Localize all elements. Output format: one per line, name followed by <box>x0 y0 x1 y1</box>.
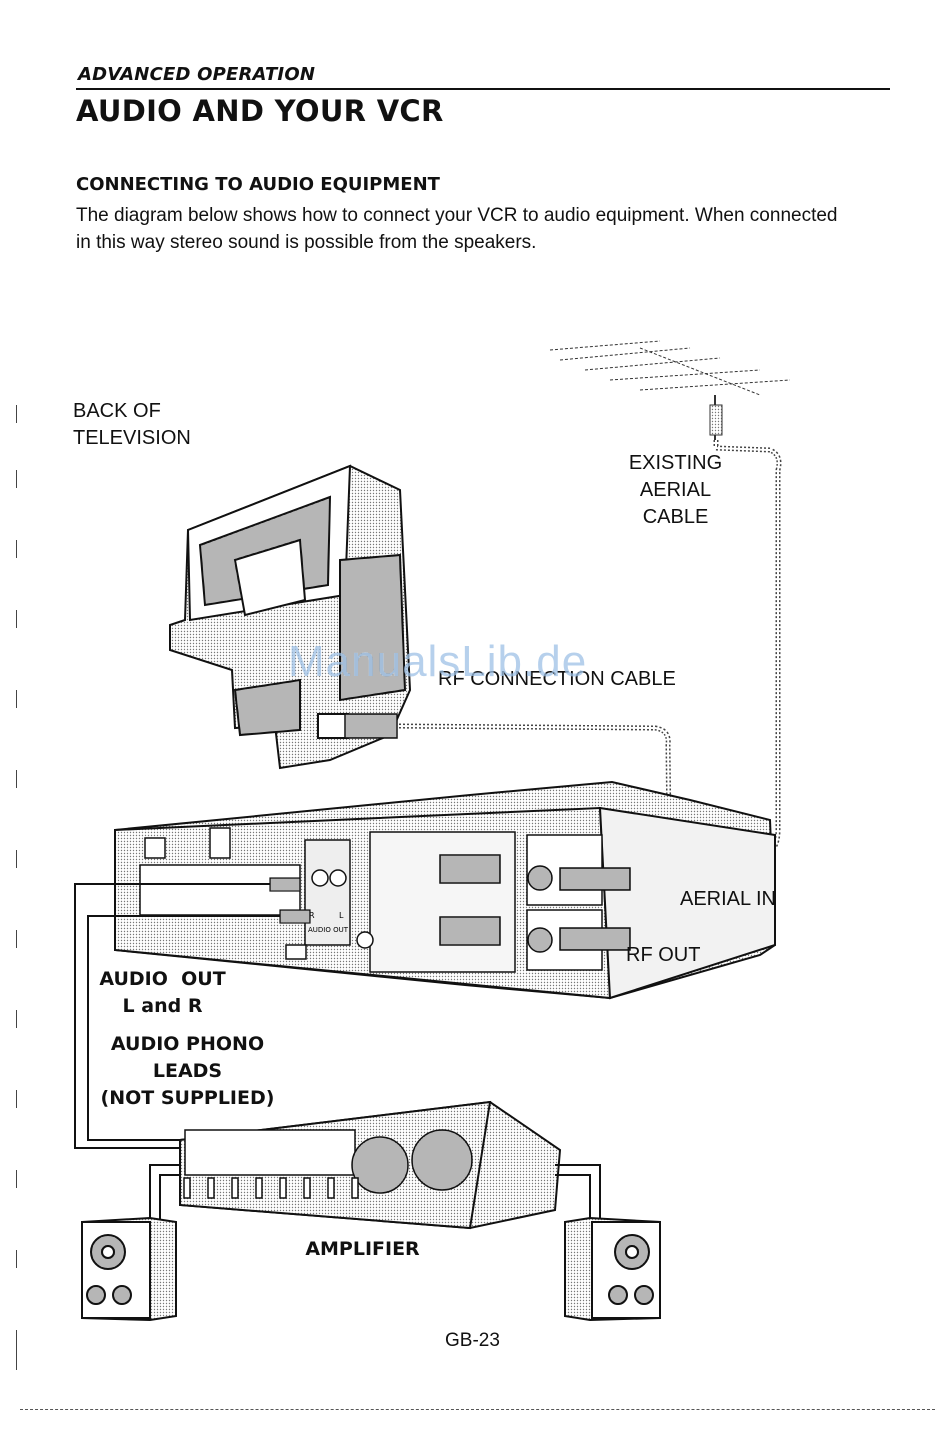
phono-line-1: AUDIO PHONO <box>110 1033 265 1055</box>
margin-mark <box>16 1090 17 1108</box>
panel-r-marker: R <box>309 911 315 920</box>
watermark: ManualsLib.de <box>288 637 588 686</box>
audio-out-label: AUDIO OUT L and R <box>90 966 235 1020</box>
vcr-icon <box>114 780 777 1000</box>
audio-phono-leads-label: AUDIO PHONO LEADS (NOT SUPPLIED) <box>95 1031 280 1112</box>
intro-paragraph: The diagram below shows how to connect y… <box>76 202 896 256</box>
aerial-cable-line-1: EXISTING AERIAL <box>628 452 723 501</box>
speaker-wires <box>149 1164 601 1220</box>
footer-rule <box>20 1409 935 1410</box>
margin-mark <box>16 1330 17 1370</box>
aerial-in-label: AERIAL IN <box>680 888 776 910</box>
margin-mark <box>16 470 17 488</box>
margin-mark <box>16 690 17 708</box>
margin-mark <box>16 1170 17 1188</box>
margin-mark <box>16 610 17 628</box>
margin-mark <box>16 405 17 423</box>
audio-out-line-2: L and R <box>122 995 203 1017</box>
back-of-tv-label: BACK OF TELEVISION <box>73 398 191 452</box>
audio-phono-leads <box>74 883 300 1149</box>
back-of-tv-line-2: TELEVISION <box>73 427 191 449</box>
left-speaker-icon <box>81 1216 177 1322</box>
panel-l-marker: L <box>339 911 344 920</box>
margin-mark <box>16 930 17 948</box>
amplifier-icon <box>179 1100 562 1230</box>
header-rule <box>76 88 890 90</box>
intro-line-1: The diagram below shows how to connect y… <box>76 205 838 226</box>
aerial-cable-label: EXISTING AERIAL CABLE <box>593 450 758 531</box>
panel-audio-out-label: AUDIO OUT <box>308 926 349 934</box>
aerial-antenna-icon <box>549 340 791 440</box>
margin-mark <box>16 540 17 558</box>
margin-mark <box>16 1010 17 1028</box>
phono-line-2: LEADS <box>152 1060 223 1082</box>
margin-mark <box>16 770 17 788</box>
amplifier-label: AMPLIFIER <box>305 1238 420 1260</box>
margin-mark <box>16 1250 17 1268</box>
section-heading: CONNECTING TO AUDIO EQUIPMENT <box>76 174 440 195</box>
page-number: GB-23 <box>445 1330 500 1351</box>
back-of-tv-line-1: BACK OF <box>73 400 161 422</box>
section-label: ADVANCED OPERATION <box>78 64 316 85</box>
margin-mark <box>16 850 17 868</box>
intro-line-2: in this way stereo sound is possible fro… <box>76 232 537 253</box>
right-speaker-icon <box>564 1216 661 1322</box>
page-title: AUDIO AND YOUR VCR <box>76 94 444 128</box>
television-icon <box>169 464 412 770</box>
rf-out-label: RF OUT <box>626 944 701 966</box>
audio-out-line-1: AUDIO OUT <box>99 968 226 990</box>
phono-line-3: (NOT SUPPLIED) <box>100 1087 275 1109</box>
aerial-cable-line-2: CABLE <box>642 506 709 528</box>
rf-cable-label: RF CONNECTION CABLE <box>438 668 676 690</box>
